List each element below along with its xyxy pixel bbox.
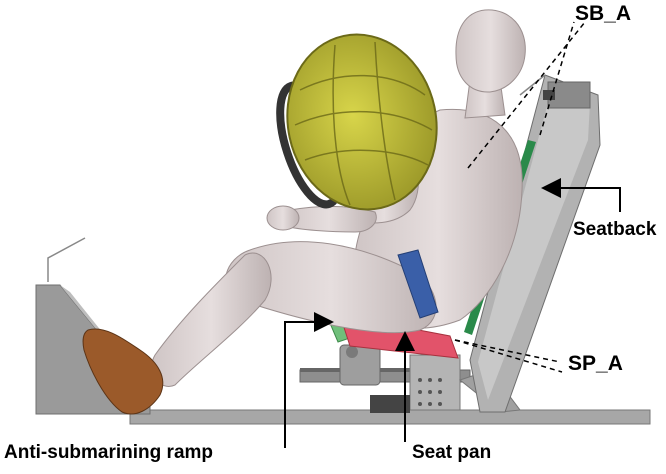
seatback-arrow bbox=[541, 178, 621, 212]
sp-a-label: SP_A bbox=[568, 352, 623, 375]
seat-pan-label: Seat pan bbox=[412, 442, 492, 463]
callout-arrows bbox=[284, 178, 621, 448]
airbag bbox=[286, 33, 438, 211]
ramp-arrow bbox=[284, 312, 334, 448]
anti-submarining-ramp-label: Anti-submarining ramp bbox=[4, 442, 214, 463]
sb-a-label: SB_A bbox=[575, 2, 632, 25]
seatbelt bbox=[397, 249, 439, 319]
shoe bbox=[82, 328, 164, 415]
seatback-label: Seatback bbox=[573, 219, 657, 240]
sp-a-angle bbox=[454, 339, 563, 373]
sb-a-angle bbox=[467, 21, 586, 169]
seatback-frame bbox=[469, 74, 601, 413]
